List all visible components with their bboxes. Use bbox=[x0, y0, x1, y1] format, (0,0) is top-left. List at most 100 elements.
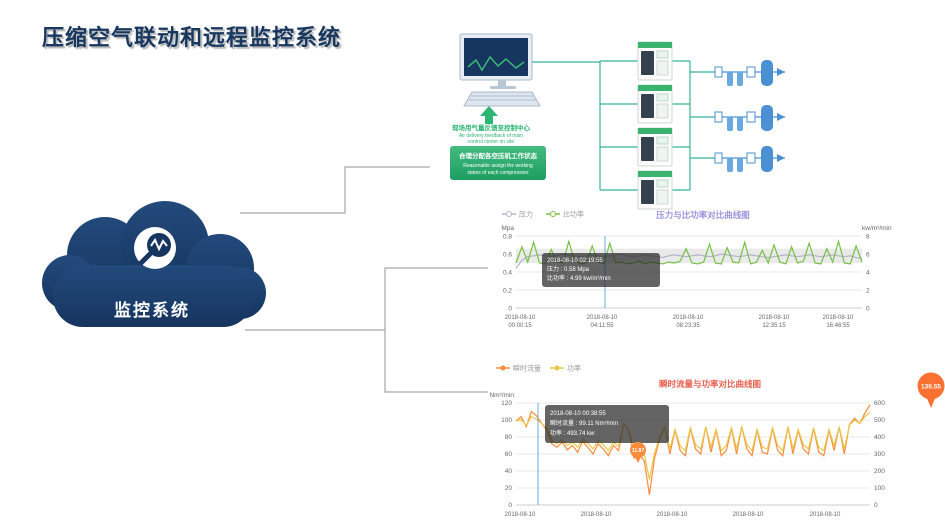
svg-text:4: 4 bbox=[866, 270, 870, 277]
svg-text:2018-08-10: 2018-08-10 bbox=[810, 512, 841, 518]
svg-text:2: 2 bbox=[866, 288, 870, 295]
svg-text:0.4: 0.4 bbox=[503, 270, 512, 277]
svg-text:16:46:55: 16:46:55 bbox=[826, 323, 850, 329]
magnifier-icon bbox=[134, 227, 176, 269]
svg-text:40: 40 bbox=[505, 468, 513, 475]
chart-title: 压力与比功率对比曲线图 bbox=[656, 210, 750, 220]
y-ticks-right: 600 500 400 300 200 100 0 bbox=[874, 400, 885, 509]
legend-item-pressure[interactable]: 压力 bbox=[502, 210, 533, 219]
compressor-icon bbox=[637, 41, 673, 81]
y-axis-left-label: Mpa bbox=[501, 225, 514, 232]
svg-text:功率 : 493.74 kw: 功率 : 493.74 kw bbox=[550, 429, 595, 437]
control-diagram: 现场用气量反馈至控制中心 Air delivery feedback of ma… bbox=[450, 33, 785, 210]
svg-text:0.2: 0.2 bbox=[503, 288, 512, 295]
svg-text:60: 60 bbox=[505, 451, 513, 458]
svg-text:120: 120 bbox=[501, 400, 512, 407]
svg-text:8: 8 bbox=[866, 234, 870, 241]
network-lines bbox=[532, 60, 713, 191]
svg-text:2018-08-10: 2018-08-10 bbox=[505, 512, 536, 518]
assign-caption-cn: 合理分配各空压机工作状态 bbox=[458, 151, 538, 160]
air-equipment-row bbox=[713, 146, 785, 172]
feedback-caption-en2: control center on site bbox=[468, 139, 515, 145]
svg-text:600: 600 bbox=[874, 400, 885, 407]
svg-text:瞬时流量: 瞬时流量 bbox=[513, 364, 541, 373]
svg-text:压力: 压力 bbox=[519, 210, 533, 219]
arrow-up-icon bbox=[480, 106, 498, 124]
connector-middle bbox=[245, 267, 488, 331]
svg-text:2018-08-10: 2018-08-10 bbox=[587, 315, 618, 321]
svg-text:130.55: 130.55 bbox=[921, 384, 941, 391]
flow-chart: 瞬时流量 功率 瞬时流量与功率对比曲线图 Nm³/min 120 100 80 … bbox=[489, 364, 945, 518]
cloud-shape bbox=[42, 201, 266, 327]
svg-text:0: 0 bbox=[874, 502, 878, 509]
y-axis-right-label: kw/m³/min bbox=[862, 225, 892, 232]
svg-text:0.6: 0.6 bbox=[503, 252, 512, 259]
assign-caption-en1: Reasonable assign the working bbox=[463, 163, 533, 169]
feedback-caption-en1: Air delivery feedback of main bbox=[459, 133, 523, 139]
svg-text:瞬时流量 : 99.11 Nm³/min: 瞬时流量 : 99.11 Nm³/min bbox=[550, 419, 618, 427]
compressor-icon bbox=[637, 170, 673, 210]
legend-item-power[interactable]: 功率 bbox=[550, 364, 581, 373]
svg-text:比功率 : 4.99 kw/m³/min: 比功率 : 4.99 kw/m³/min bbox=[547, 274, 611, 282]
svg-text:2018-08-10: 2018-08-10 bbox=[657, 512, 688, 518]
svg-text:2018-08-10: 2018-08-10 bbox=[505, 315, 536, 321]
svg-text:0: 0 bbox=[508, 306, 512, 313]
svg-text:08:23:35: 08:23:35 bbox=[676, 323, 700, 329]
air-equipment-row bbox=[713, 105, 785, 131]
svg-text:100: 100 bbox=[874, 485, 885, 492]
connector-top bbox=[240, 166, 430, 214]
y-ticks-left: 0.8 0.6 0.4 0.2 0 bbox=[503, 234, 512, 313]
pressure-chart: 压力 比功率 压力与比功率对比曲线图 Mpa kw/m³/min 0.8 0.6… bbox=[501, 210, 892, 330]
monitoring-cloud: 监控系统 bbox=[42, 201, 266, 327]
svg-text:04:11:55: 04:11:55 bbox=[591, 323, 615, 329]
svg-text:12:35:15: 12:35:15 bbox=[762, 323, 786, 329]
svg-text:2018-08-10 02:19:55: 2018-08-10 02:19:55 bbox=[547, 258, 603, 264]
page-title: 压缩空气联动和远程监控系统 bbox=[42, 25, 342, 50]
svg-text:0.8: 0.8 bbox=[503, 234, 512, 241]
assign-box: 合理分配各空压机工作状态 Reasonable assign the worki… bbox=[450, 146, 546, 180]
svg-text:400: 400 bbox=[874, 434, 885, 441]
y-ticks-right: 8 6 4 2 0 bbox=[866, 234, 870, 313]
compressor-icon bbox=[637, 84, 673, 124]
power-series-line bbox=[515, 411, 871, 480]
svg-text:0: 0 bbox=[866, 306, 870, 313]
max-point-badge: 130.55 bbox=[917, 372, 945, 408]
x-ticks: 2018-08-10 00:00:15 2018-08-10 04:11:55 20… bbox=[505, 315, 854, 329]
svg-text:0: 0 bbox=[508, 502, 512, 509]
chart-title: 瞬时流量与功率对比曲线图 bbox=[659, 379, 761, 389]
svg-text:比功率: 比功率 bbox=[563, 210, 584, 219]
air-equipment-row bbox=[713, 60, 785, 86]
cloud-label: 监控系统 bbox=[114, 300, 190, 320]
y-ticks-left: 120 100 80 60 40 20 0 bbox=[501, 400, 512, 509]
legend-item-flow[interactable]: 瞬时流量 bbox=[496, 364, 541, 373]
flow-series-line bbox=[515, 404, 871, 495]
svg-text:2018-08-10: 2018-08-10 bbox=[759, 315, 790, 321]
svg-text:功率: 功率 bbox=[567, 364, 581, 373]
svg-text:200: 200 bbox=[874, 468, 885, 475]
svg-text:11.87: 11.87 bbox=[632, 448, 644, 454]
x-ticks: 2018-08-10 2018-08-10 2018-08-10 2018-08… bbox=[505, 512, 841, 518]
min-point-badge: 11.87 bbox=[630, 442, 646, 463]
svg-text:300: 300 bbox=[874, 451, 885, 458]
svg-text:2018-08-10: 2018-08-10 bbox=[733, 512, 764, 518]
feedback-caption-cn: 现场用气量反馈至控制中心 bbox=[452, 123, 531, 132]
assign-caption-en2: states of each compressors bbox=[467, 170, 529, 176]
svg-text:2018-08-10: 2018-08-10 bbox=[673, 315, 704, 321]
svg-text:00:00:15: 00:00:15 bbox=[508, 323, 532, 329]
y-axis-left-label: Nm³/min bbox=[489, 392, 514, 399]
chart-tooltip: 2018-08-10 02:19:55 压力 : 0.58 Mpa 比功率 : … bbox=[542, 253, 660, 287]
connector-bottom bbox=[384, 330, 488, 393]
svg-text:80: 80 bbox=[505, 434, 513, 441]
svg-text:2018-08-10: 2018-08-10 bbox=[581, 512, 612, 518]
monitor-icon bbox=[459, 33, 533, 89]
legend-item-specific-power[interactable]: 比功率 bbox=[546, 210, 584, 219]
svg-text:压力 : 0.58 Mpa: 压力 : 0.58 Mpa bbox=[547, 265, 590, 273]
svg-text:100: 100 bbox=[501, 417, 512, 424]
svg-text:2018-08-10 00:38:55: 2018-08-10 00:38:55 bbox=[550, 411, 606, 417]
compressor-icon bbox=[637, 127, 673, 167]
svg-text:6: 6 bbox=[866, 252, 870, 259]
svg-text:20: 20 bbox=[505, 485, 513, 492]
chart-tooltip: 2018-08-10 00:38:55 瞬时流量 : 99.11 Nm³/min… bbox=[545, 405, 669, 443]
keyboard-icon bbox=[463, 91, 541, 107]
